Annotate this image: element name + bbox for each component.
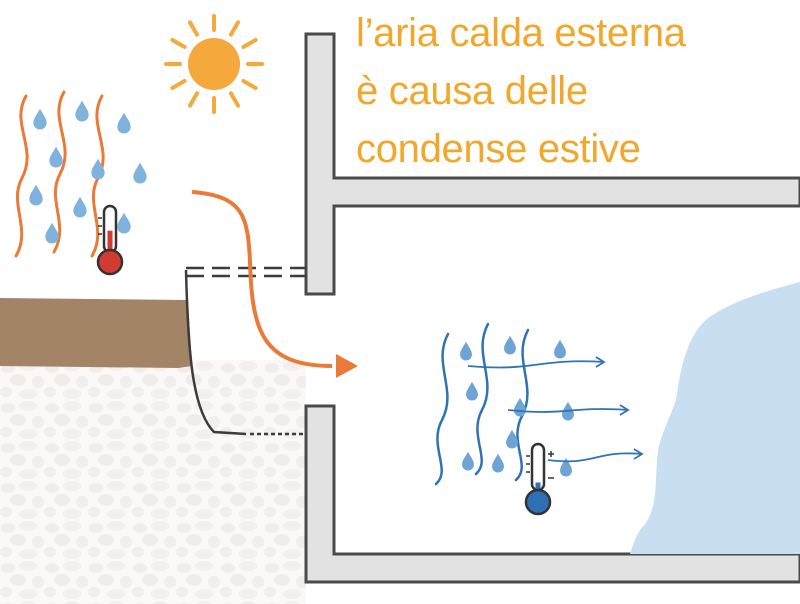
lower-wall	[304, 404, 800, 584]
rain-drop-icon	[504, 335, 516, 355]
sun-ray	[241, 79, 258, 90]
warm-air-wave	[14, 94, 29, 258]
warm-thermometer-icon	[96, 204, 124, 276]
sun-ray	[170, 38, 187, 49]
light-well	[184, 266, 306, 436]
warm-air-wave	[52, 90, 67, 254]
ground	[0, 298, 306, 604]
indoor-cool-air	[434, 322, 644, 486]
rain-drop-icon	[29, 184, 43, 206]
rain-drop-icon	[91, 158, 105, 180]
sun-ray	[229, 20, 240, 37]
caption-line-1: l’aria calda esterna	[356, 11, 686, 55]
outdoor-humid-air	[14, 90, 147, 258]
sun-icon	[164, 14, 264, 114]
air-flow-arrowhead	[619, 404, 630, 416]
rain-drop-icon	[133, 162, 147, 184]
sun-ray	[188, 20, 199, 37]
air-flow-arrowhead	[633, 448, 644, 460]
gravel-fill	[0, 360, 306, 604]
sun-ray	[229, 91, 240, 108]
diagram-caption: l’aria calda esterna è causa delle conde…	[356, 4, 796, 178]
air-flow-arrow-icon	[467, 360, 605, 369]
rain-drop-icon	[73, 196, 87, 218]
grate-dashes	[186, 266, 306, 278]
caption-line-2: è causa delle	[356, 69, 588, 113]
building-walls	[304, 32, 800, 584]
rain-drop-icon	[554, 339, 566, 359]
soil-layer	[0, 298, 192, 368]
rain-drop-icon	[117, 112, 131, 134]
caption-line-3: condense estive	[356, 127, 641, 171]
cold-mass	[630, 282, 800, 554]
upper-wall	[304, 32, 800, 296]
rain-drop-icon	[514, 397, 526, 417]
rain-drop-icon	[460, 341, 472, 361]
rain-drop-icon	[33, 108, 47, 130]
rain-drop-icon	[49, 146, 63, 168]
air-flow-arrow-icon	[507, 408, 629, 413]
cool-air-wave	[474, 322, 490, 476]
warm-air-flow-arrow	[191, 190, 358, 378]
sun-ray	[188, 91, 199, 108]
rain-drop-icon	[506, 429, 518, 449]
rain-drop-icon	[75, 100, 89, 122]
cool-air-wave	[434, 332, 450, 486]
rain-drop-icon	[492, 453, 504, 473]
rain-drop-icon	[117, 212, 131, 234]
air-flow-arrow-icon	[547, 452, 643, 463]
air-flow-arrowhead	[595, 356, 606, 368]
sun-ray	[241, 38, 258, 49]
rain-drop-icon	[466, 381, 478, 401]
rain-drop-icon	[560, 457, 572, 477]
rain-drop-icon	[45, 222, 59, 244]
cold-thermometer-icon	[524, 442, 554, 516]
rain-drop-icon	[462, 451, 474, 471]
well-curve	[184, 269, 247, 436]
sun-ray	[170, 79, 187, 90]
